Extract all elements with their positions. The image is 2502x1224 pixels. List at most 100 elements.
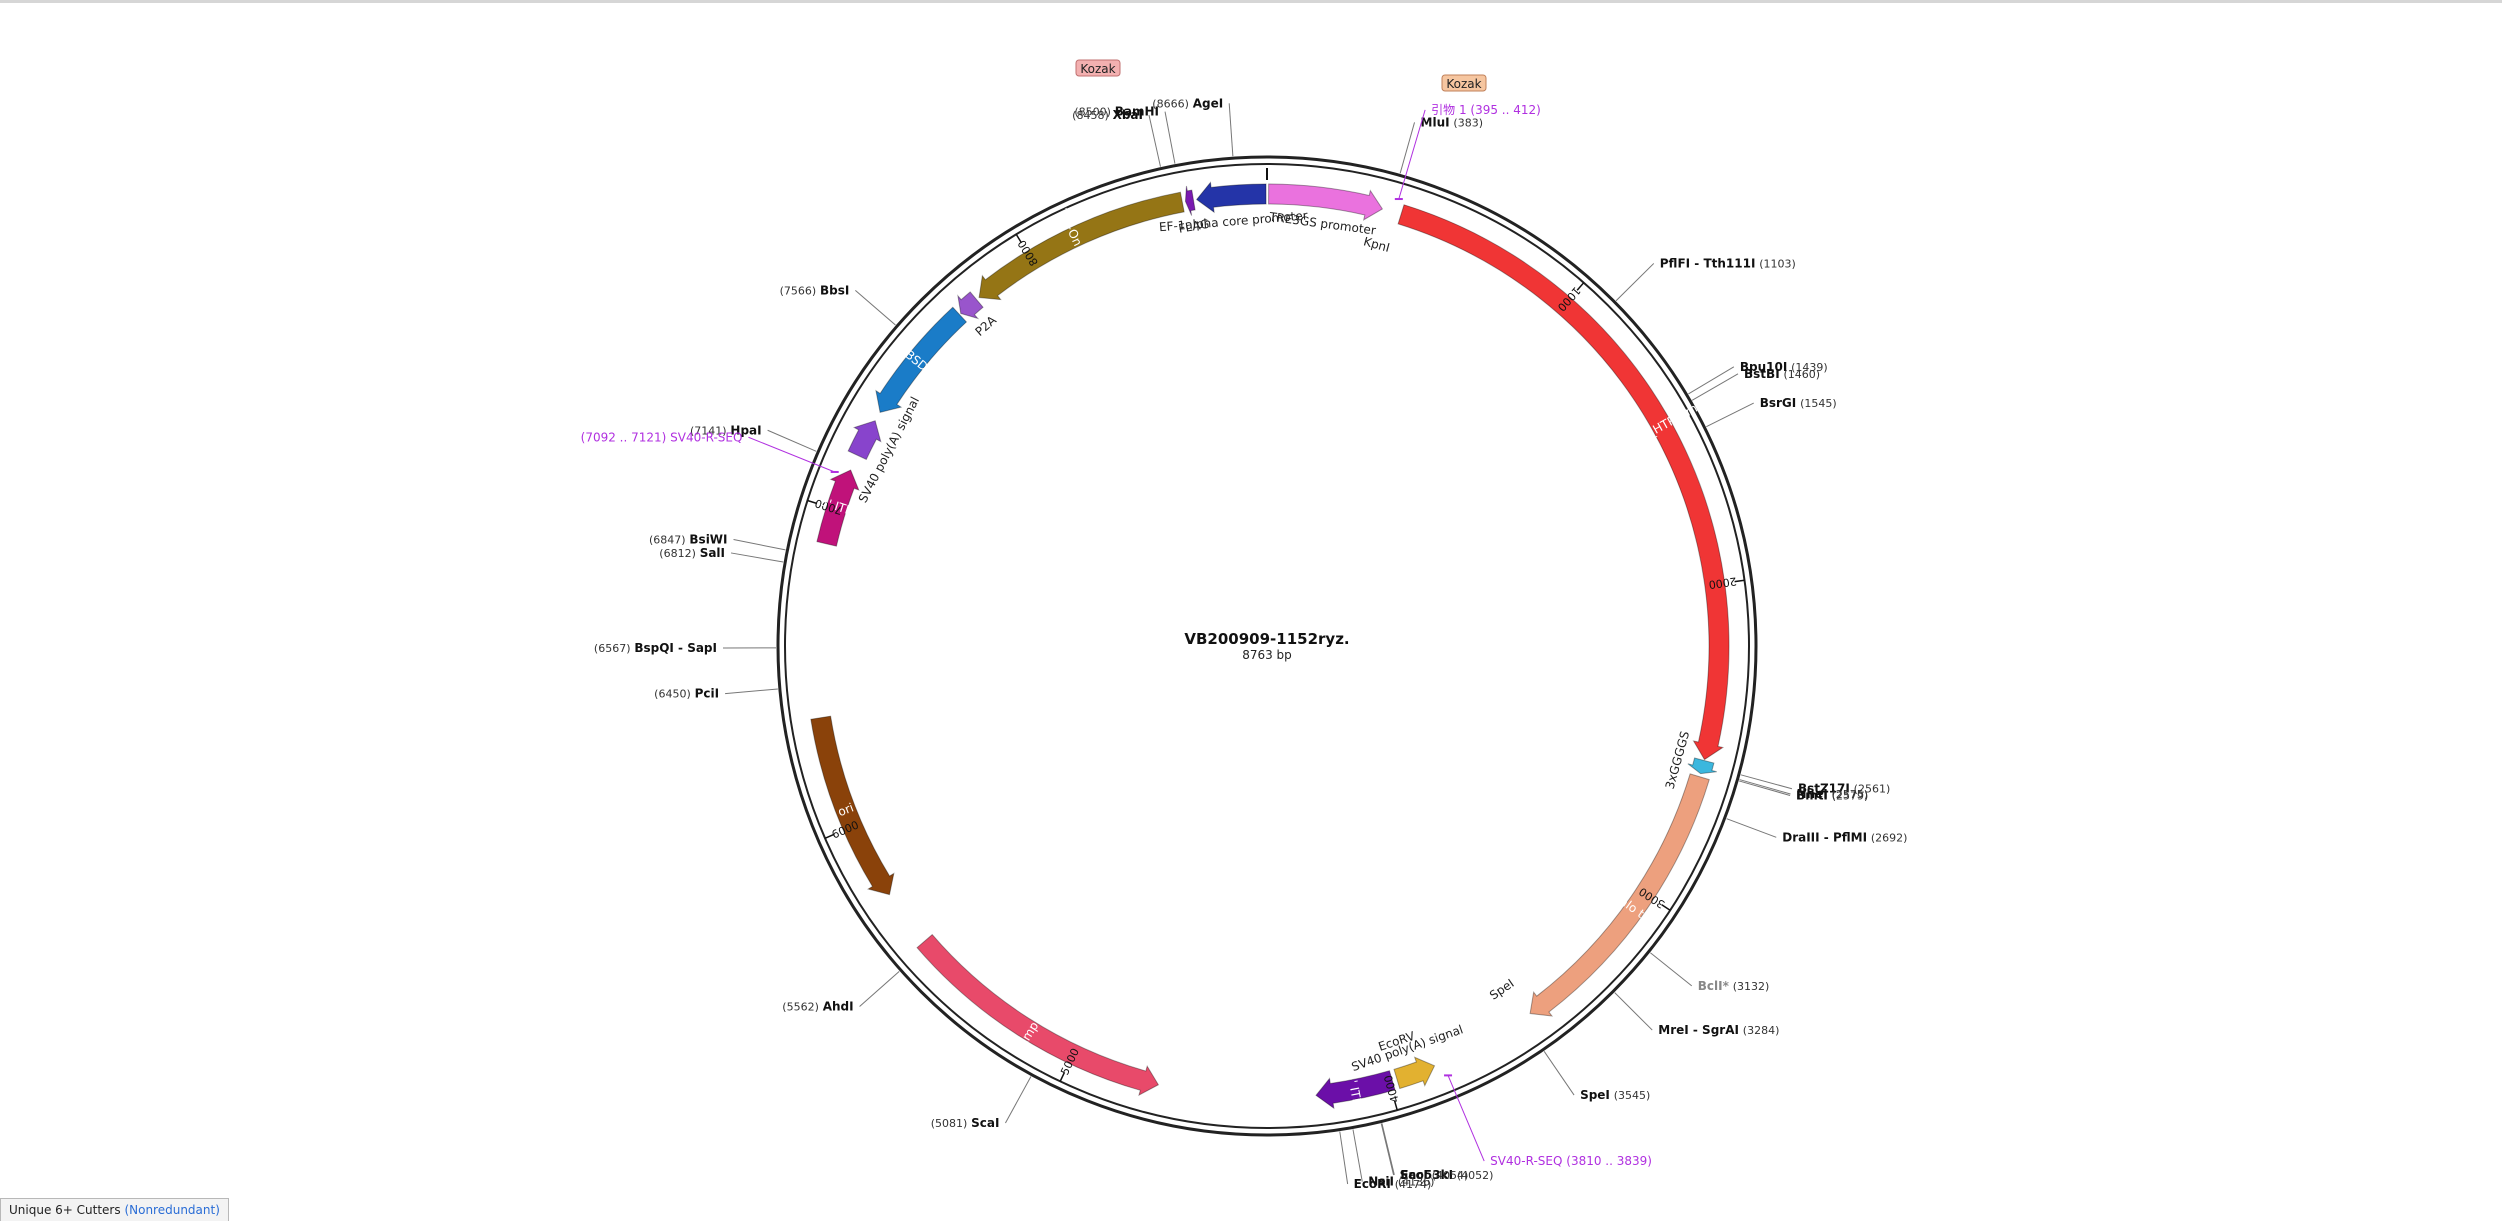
site-position: (6450) (654, 688, 691, 701)
site-name: SalI (700, 546, 725, 560)
restriction-site-label: (6847) BsiWI (649, 533, 728, 547)
kozak-label: Kozak (1446, 77, 1481, 91)
primer-name: 引物 1 (1431, 103, 1466, 117)
site-leader-line (734, 540, 786, 550)
site-name: EcoRI (1354, 1177, 1391, 1191)
site-name: MreI - SgrAI (1658, 1023, 1739, 1037)
site-position: (1460) (1783, 368, 1820, 381)
site-position: (4174) (1395, 1178, 1432, 1191)
plasmid-name: VB200909-1152ryz. (1184, 630, 1349, 648)
restriction-site-label: MreI - SgrAI (3284) (1658, 1023, 1779, 1037)
site-leader-line (1229, 103, 1233, 156)
site-position: (4054) (1432, 1169, 1469, 1182)
site-name: AgeI (1193, 96, 1223, 110)
feature-arrow (1185, 186, 1195, 216)
primer-name: SV40-R-SEQ (1490, 1154, 1562, 1168)
site-leader-line (1739, 781, 1790, 796)
restriction-site-label: DraIII - PflMI (2692) (1782, 830, 1907, 844)
restriction-site-label: (5081) ScaI (931, 1116, 1000, 1130)
site-leader-line (1400, 122, 1414, 173)
site-position: (1545) (1800, 397, 1837, 410)
restriction-site-label: BmtI (2579) (1796, 788, 1868, 802)
site-name: MluI (1421, 115, 1450, 129)
site-name: DraIII - PflMI (1782, 830, 1867, 844)
site-position: (1103) (1759, 257, 1796, 270)
primer-label: (7092 .. 7121) SV40-R-SEQ (581, 430, 743, 444)
site-leader-line (731, 553, 783, 562)
site-position: (2579) (1832, 789, 1869, 802)
restriction-site-label: (8458) XbaI (1072, 108, 1143, 122)
site-name: ScaI (971, 1116, 999, 1130)
site-position: (7566) (780, 284, 817, 297)
site-position: (6812) (659, 547, 696, 560)
restriction-site-label: (6567) BspQI - SapI (594, 641, 717, 655)
primer-label: 引物 1 (395 .. 412) (1431, 103, 1541, 117)
feature-arrow (1197, 182, 1266, 212)
feature-arrow (1394, 1057, 1435, 1088)
site-name: SpeI (1580, 1088, 1610, 1102)
site-name: BclI* (1698, 979, 1730, 993)
site-position: (3284) (1743, 1024, 1780, 1037)
site-leader-line (1149, 115, 1160, 167)
site-leader-line (1340, 1132, 1348, 1184)
site-name: BsiWI (689, 533, 727, 547)
inner-site-label: SpeI (1487, 976, 1516, 1002)
site-leader-line (1650, 953, 1691, 986)
site-position: (2692) (1871, 831, 1908, 844)
enzyme-set-label: Unique 6+ Cutters (9, 1203, 121, 1217)
site-name: PflFI - Tth111I (1660, 256, 1756, 270)
feature-arrow (848, 421, 881, 460)
site-position: (383) (1453, 116, 1483, 129)
primer-range: (395 .. 412) (1470, 103, 1540, 117)
nonredundant-link[interactable]: (Nonredundant) (124, 1203, 219, 1217)
restriction-site-label: BclI* (3132) (1698, 979, 1770, 993)
restriction-site-label: EcoRI (4174) (1354, 1177, 1432, 1191)
plasmid-length: 8763 bp (1242, 648, 1292, 662)
site-leader-line (1382, 1123, 1394, 1175)
site-position: (8458) (1072, 109, 1109, 122)
site-leader-line (1381, 1124, 1393, 1176)
feature-arrow (1398, 205, 1729, 760)
restriction-site-label: (5562) AhdI (782, 999, 853, 1013)
site-name: PciI (695, 687, 720, 701)
site-leader-line (1706, 403, 1753, 427)
feature-label: 5' ITR (1344, 1071, 1364, 1107)
site-leader-line (855, 290, 895, 325)
map-center: VB200909-1152ryz. 8763 bp (1184, 630, 1349, 662)
site-position: (5562) (782, 1000, 819, 1013)
site-name: BsrGI (1760, 396, 1797, 410)
site-name: AhdI (823, 999, 854, 1013)
site-name: BspQI - SapI (634, 641, 717, 655)
primer-label: SV40-R-SEQ (3810 .. 3839) (1490, 1154, 1652, 1168)
site-name: BstBI (1744, 367, 1780, 381)
kozak-label: Kozak (1080, 62, 1115, 76)
site-position: (3132) (1733, 980, 1770, 993)
restriction-site-label: BstBI (1460) (1744, 367, 1820, 381)
restriction-site-label: BsrGI (1545) (1760, 396, 1837, 410)
restriction-site-label: MluI (383) (1421, 115, 1483, 129)
restriction-site-label: (6812) SalI (659, 546, 725, 560)
site-leader-line (1353, 1129, 1362, 1181)
primer-range: (3810 .. 3839) (1566, 1154, 1652, 1168)
site-leader-line (1005, 1077, 1030, 1123)
site-position: (6847) (649, 534, 686, 547)
inner-site-label: KpnI (1362, 234, 1391, 255)
site-leader-line (1544, 1051, 1574, 1095)
restriction-site-label: (8666) AgeI (1152, 96, 1223, 110)
feature-arrow (1688, 758, 1717, 774)
site-leader-line (1615, 993, 1653, 1030)
enzyme-set-tab[interactable]: Unique 6+ Cutters (Nonredundant) (0, 1198, 229, 1221)
site-name: BmtI (1796, 788, 1828, 802)
site-leader-line (725, 689, 778, 694)
restriction-site-label: PflFI - Tth111I (1103) (1660, 256, 1796, 270)
site-name: XbaI (1113, 108, 1143, 122)
primer-range: (7092 .. 7121) (581, 430, 667, 444)
site-leader-line (1727, 819, 1777, 838)
restriction-site-label: SpeI (3545) (1580, 1088, 1650, 1102)
restriction-site-label: (7566) BbsI (780, 283, 850, 297)
site-name: BbsI (820, 283, 849, 297)
site-leader-line (1165, 112, 1175, 164)
site-position: (6567) (594, 642, 631, 655)
site-leader-line (1616, 263, 1654, 300)
